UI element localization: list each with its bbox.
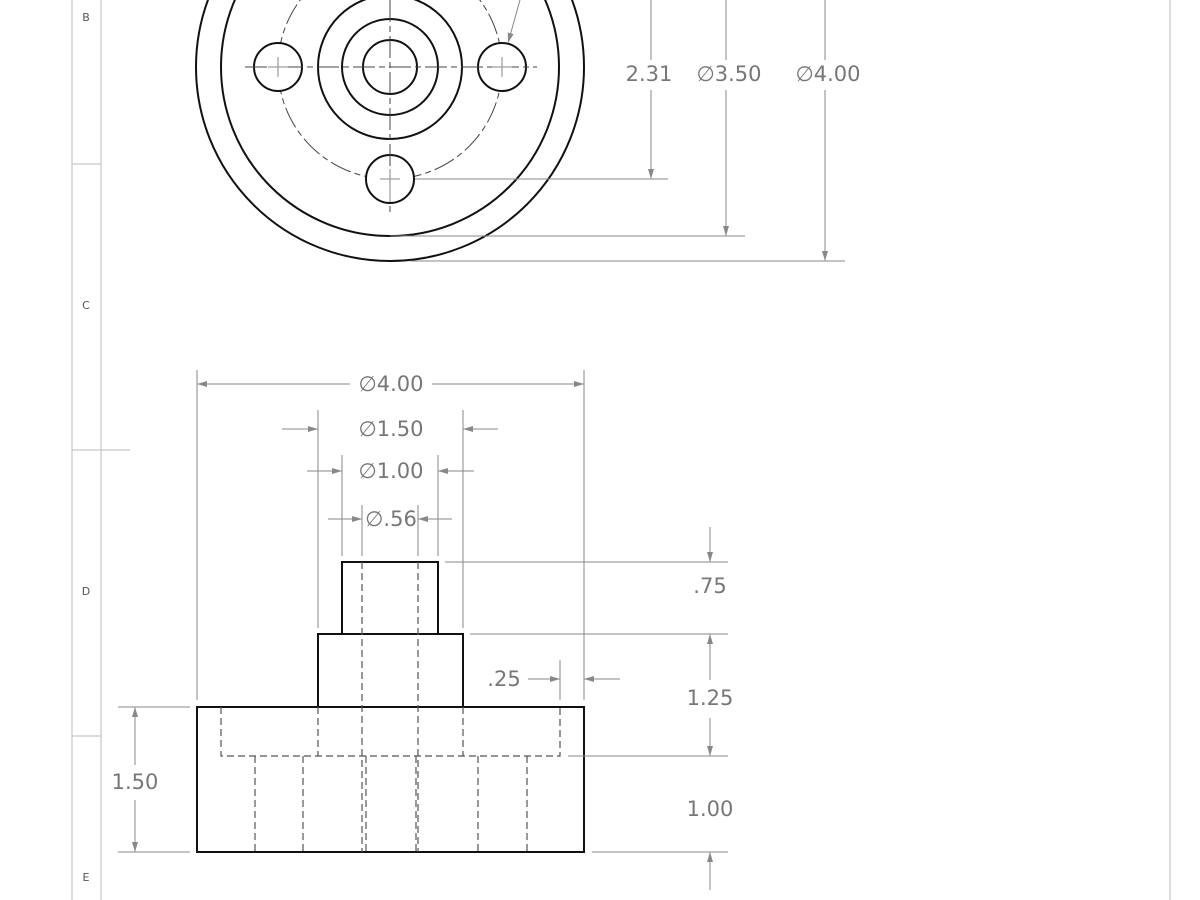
front-view [118,370,728,890]
dim-top-diameter: ∅1.00 [358,459,423,483]
dim-bolt-offset: 2.31 [626,62,673,86]
dim-inner-diameter: ∅3.50 [696,62,761,86]
dim-mid-diameter: ∅1.50 [358,417,423,441]
top-view [195,0,845,262]
dim-mid-height: 1.25 [687,686,734,710]
dim-base-height: 1.50 [112,770,159,794]
dim-top-height: .75 [693,574,726,598]
zone-label-b: B [82,11,90,24]
zone-label-c: C [82,299,90,312]
zone-label-d: D [82,585,90,598]
dim-base-diameter: ∅4.00 [358,372,423,396]
zone-label-e: E [83,871,90,884]
sheet-border [71,0,1171,900]
dim-outer-diameter: ∅4.00 [795,62,860,86]
dim-hole-diameter: ∅.56 [365,507,417,531]
dim-step-width: .25 [487,667,520,691]
dim-base-lower-height: 1.00 [687,797,734,821]
